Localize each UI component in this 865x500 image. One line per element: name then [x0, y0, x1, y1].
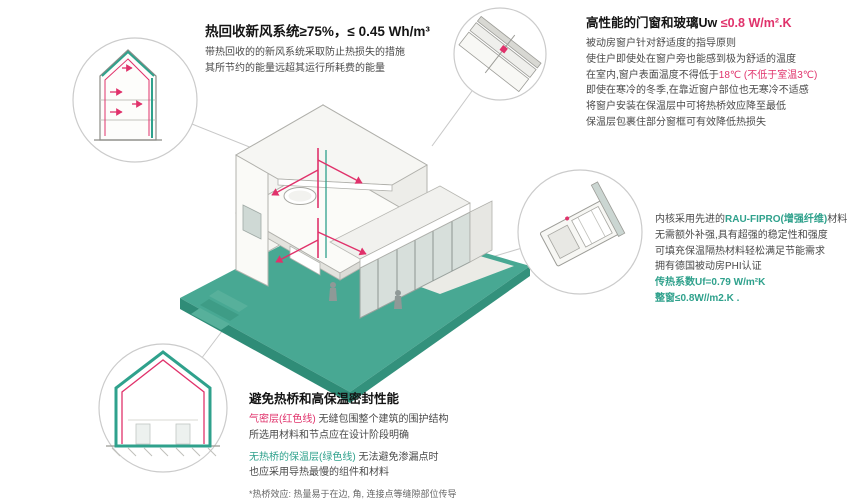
left-window: [242, 204, 262, 240]
thermal-house-circle-icon: [98, 343, 228, 473]
kitchen-island: [289, 245, 321, 276]
insulation-layer-label: 无热桥的保温层(绿色线): [249, 451, 356, 463]
frame-profile-detail: [539, 181, 626, 267]
airtight-layer-line: [121, 359, 205, 444]
thermal-line-4: 也应采用导热最慢的组件和材料: [249, 467, 389, 479]
glass-wing: [329, 185, 493, 319]
profile-line-4: 拥有德国被动房PHI认证: [655, 261, 762, 273]
windows-line-3-text: 在室内,窗户表面温度不得低于: [586, 69, 719, 81]
platform-edge-right: [350, 266, 530, 403]
thermal-title: 避免热桥和高保温密封性能: [249, 392, 400, 406]
wing-fascia: [359, 202, 471, 269]
window-corner-circle-icon: [453, 7, 547, 101]
windows-line-5: 将窗户安装在保温层中可将热桥效应降至最低: [586, 101, 786, 113]
window-corner-detail: [458, 15, 542, 93]
duct-lines: [271, 148, 367, 263]
insulation-layer-line: [114, 350, 212, 448]
windows-section: 高性能的门窗和玻璃Uw ≤0.8 W/m².K 被动房窗户针对舒适度的指导原则 …: [586, 12, 861, 131]
airflow-arrows: [110, 64, 143, 116]
windows-line-1: 被动房窗户针对舒适度的指导原则: [586, 38, 736, 49]
roof-edge: [277, 178, 393, 192]
isometric-house-illustration: [180, 104, 530, 403]
thermal-line-3: 无热桥的保温层(绿色线) 无法避免渗漏点时: [249, 450, 599, 466]
wing-end-wall: [469, 200, 493, 263]
profile-line-2: 无需额外补强,具有超强的稳定性和强度: [655, 229, 828, 241]
profile-section: 内核采用先进的RAU-FIPRO(增强纤维)材料 无需额外补强,具有超强的稳定性…: [655, 212, 863, 307]
profile-line-3: 可填充保温隔热材料轻松满足节能需求: [655, 245, 825, 257]
human-figures: [329, 282, 402, 309]
profile-line-1-pre: 内核采用先进的: [655, 214, 725, 225]
windows-line-2: 使住户即使处在窗户旁也能感到极为舒适的温度: [586, 53, 796, 65]
ventilation-line-1: 带热回收的的新风系统采取防止热损失的措施: [205, 47, 405, 58]
profile-uw-value: 整窗≤0.8W//m2.K .: [655, 292, 740, 304]
thermal-section: 避免热桥和高保温密封性能 气密层(红色线) 无缝包围整个建筑的围护结构 所选用材…: [249, 388, 599, 500]
profile-line-1-post: 材料: [827, 214, 848, 225]
thermal-line-2: 所选用材料和节点应在设计阶段明确: [249, 429, 409, 441]
windows-line-3-highlight: 18℃ (不低于室温3℃): [718, 69, 818, 81]
profile-line-1: 内核采用先进的RAU-FIPRO(增强纤维)材料: [655, 212, 863, 228]
window-profile-circle-icon: [517, 169, 643, 295]
thermal-line-1-rest: 无缝包围整个建筑的围护结构: [315, 414, 449, 425]
windows-line-4: 即使在寒冷的冬季,在靠近窗户部位也无寒冷不适感: [586, 85, 809, 97]
windows-title: 高性能的门窗和玻璃Uw ≤0.8 W/m².K: [586, 12, 861, 31]
ventilation-section: 热回收新风系统≥75%，≤ 0.45 Wh/m³ 带热回收的的新风系统采取防止热…: [205, 20, 540, 77]
profile-uf-value: 传热系数Uf=0.79 W/m²K: [655, 277, 766, 289]
glass-pane: [590, 181, 626, 237]
windows-line-6: 保温层包裹住部分窗框可有效降低热损失: [586, 116, 766, 128]
ventilation-circle-icon: [72, 37, 198, 163]
profile-brand: RAU-FIPRO(增强纤维): [725, 214, 828, 225]
windows-line-3: 在室内,窗户表面温度不得低于18℃ (不低于室温3℃): [586, 68, 861, 84]
thermal-line-3-rest: 无法避免渗漏点时: [355, 451, 439, 463]
roof-slab: [234, 104, 429, 186]
leader-line-window-corner: [431, 90, 473, 147]
bathtub-inner: [288, 190, 312, 202]
foundation-hatch: [111, 447, 217, 457]
ventilation-title: 热回收新风系统≥75%，≤ 0.45 Wh/m³: [205, 24, 430, 39]
windows-title-text: 高性能的门窗和玻璃Uw: [586, 16, 718, 30]
ventilation-line-2: 其所节约的能量远超其运行所耗费的能量: [205, 62, 385, 74]
airtight-layer-label: 气密层(红色线): [249, 414, 316, 425]
windows-title-value: ≤0.8 W/m².K: [717, 16, 792, 30]
thermal-line-1: 气密层(红色线) 无缝包围整个建筑的围护结构: [249, 412, 599, 428]
thermal-footnote: *热桥效应: 热量易于在边, 角, 连接点等缝隙部位传导: [249, 489, 457, 500]
garden-stairs: [191, 290, 248, 330]
